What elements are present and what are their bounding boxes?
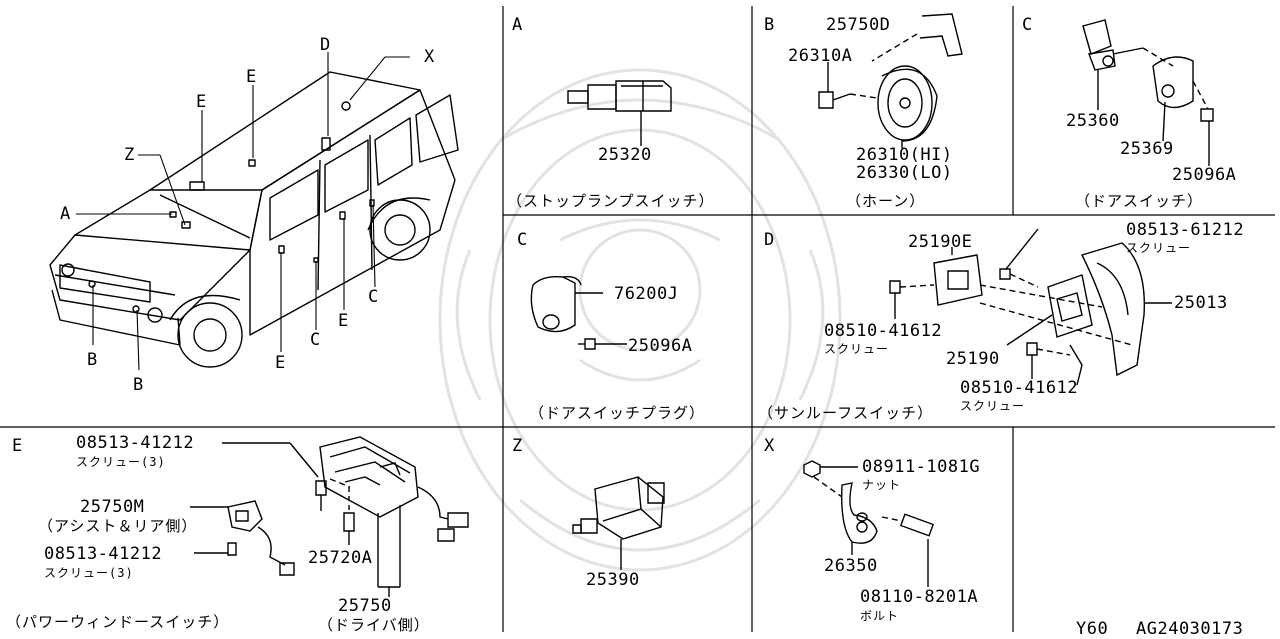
part-number-25360: 25360 [1066, 111, 1120, 131]
label-driver-side: （ドライバ側） [318, 616, 430, 634]
part-number-25096a-plug: 25096A [628, 336, 693, 356]
part-number-08110-8201a: 08110-8201A [860, 587, 979, 607]
panel-b-drawing [752, 6, 1013, 215]
part-number-08510-41612: 08510-41612 [960, 378, 1079, 398]
panel-z-letter: Z [512, 436, 523, 456]
overview-leaders [76, 52, 410, 370]
panel-e-letter: E [12, 436, 23, 456]
part-number-26310hi: 26310(HI) [856, 145, 953, 165]
part-number-25369: 25369 [1120, 139, 1174, 159]
diagram-reference-code: AG24030173 [1136, 619, 1244, 639]
panel-c-door-switch-drawing [1013, 6, 1280, 215]
callout-label-d: D [320, 35, 331, 55]
part-number-25190: 25190 [946, 349, 1000, 369]
callout-label-z: Z [124, 145, 135, 165]
panel-x-letter: X [764, 436, 775, 456]
panel-d-caption: （サンルーフスイッチ） [758, 404, 934, 422]
part-number-26350: 26350 [824, 556, 878, 576]
part-number-08513-61212: 08513-61212 [1126, 220, 1245, 240]
part-number-25390: 25390 [586, 570, 640, 590]
part-number-25013: 25013 [1174, 293, 1228, 313]
part-number-25750m: 25750M [80, 497, 145, 517]
callout-label-e: E [338, 311, 349, 331]
callout-label-c: C [310, 330, 321, 350]
panel-b-letter: B [764, 15, 775, 35]
label-screw-qty: スクリュー(3) [76, 455, 166, 469]
panel-a-caption: （ストップランプスイッチ） [507, 192, 715, 210]
part-number-76200j: 76200J [614, 284, 679, 304]
part-number-25190e: 25190E [908, 232, 973, 252]
panel-d-drawing [752, 215, 1280, 427]
part-number-08911-1081g: 08911-1081G [862, 457, 981, 477]
callout-label-c: C [368, 287, 379, 307]
label-screw-qty: スクリュー(3) [44, 566, 134, 580]
model-code: Y60 [1076, 619, 1109, 639]
label-screw: スクリュー [824, 342, 890, 356]
part-number-25750: 25750 [338, 596, 392, 616]
callout-label-x: X [424, 47, 435, 67]
panel-b-caption: （ホーン） [846, 192, 926, 210]
panel-e-caption: （パワーウィンドースイッチ） [6, 613, 230, 631]
panel-c2-letter: C [517, 230, 528, 250]
label-nut: ナット [862, 478, 902, 492]
panel-c-plug-drawing [503, 215, 752, 427]
panel-grid [0, 6, 1275, 632]
part-number-26310a: 26310A [788, 46, 853, 66]
vehicle-overview-drawing [50, 72, 458, 367]
label-screw: スクリュー [1126, 241, 1192, 255]
panel-a-letter: A [512, 15, 523, 35]
panel-z-drawing [503, 427, 752, 637]
part-number-08510-41612: 08510-41612 [824, 321, 943, 341]
panel-e-drawing [0, 427, 503, 637]
panel-c-letter: C [1022, 15, 1033, 35]
part-number-08513-41212: 08513-41212 [76, 433, 195, 453]
panel-c2-caption: （ドアスイッチプラグ） [529, 404, 706, 422]
label-bolt: ボルト [860, 609, 900, 623]
callout-label-e: E [275, 353, 286, 373]
callout-label-b: B [133, 375, 144, 395]
part-number-25750d: 25750D [826, 15, 891, 35]
part-number-25720a: 25720A [308, 548, 373, 568]
part-number-08513-41212: 08513-41212 [44, 544, 163, 564]
label-screw: スクリュー [960, 399, 1026, 413]
callout-label-b: B [87, 350, 98, 370]
part-number-26330lo: 26330(LO) [856, 163, 953, 183]
part-number-25096a: 25096A [1172, 165, 1237, 185]
label-assist-rear-side: （アシスト＆リア側） [38, 517, 198, 535]
callout-label-a: A [60, 204, 71, 224]
panel-c-caption: （ドアスイッチ） [1075, 192, 1204, 210]
callout-label-e: E [196, 92, 207, 112]
panel-a-drawing [503, 6, 752, 215]
callout-label-e: E [246, 67, 257, 87]
panel-d-letter: D [764, 230, 775, 250]
panel-x-drawing [752, 427, 1013, 637]
part-number-25320: 25320 [598, 145, 652, 165]
